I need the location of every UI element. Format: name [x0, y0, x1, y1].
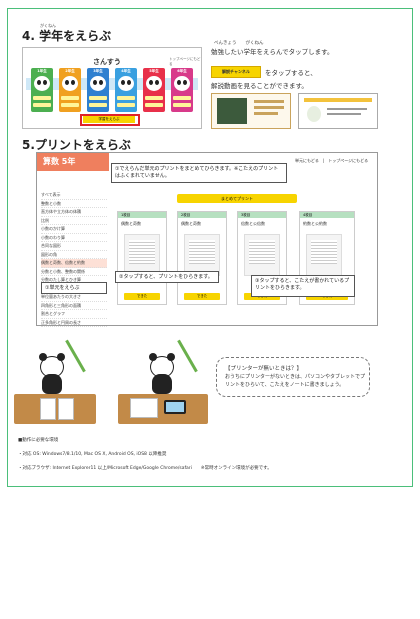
- unit-item[interactable]: すべて表示: [41, 191, 107, 200]
- unit-item[interactable]: 合同な図形: [41, 242, 107, 251]
- grade-button[interactable]: [117, 96, 135, 100]
- notebook-icon: [130, 398, 158, 418]
- grade-button-2[interactable]: [89, 103, 107, 107]
- step4-ruby: がくねん: [40, 23, 56, 28]
- grade-card-5[interactable]: 5年生: [143, 68, 165, 112]
- panda-body: [42, 374, 62, 394]
- unit-item[interactable]: 小数のわり算: [41, 234, 107, 242]
- video-thumbnail-2: [298, 93, 378, 129]
- screen-title: さんすう: [93, 58, 121, 66]
- grade-card-1[interactable]: 1年生: [31, 68, 53, 112]
- panda-face-icon: [34, 76, 50, 91]
- unit-item[interactable]: 図形の角: [41, 251, 107, 259]
- unit-item[interactable]: 比例: [41, 217, 107, 225]
- grade-button[interactable]: [89, 96, 107, 100]
- unit-item[interactable]: 単位量あたりの大きさ: [41, 293, 107, 302]
- unit-list: すべて表示 整数と小数 直方体や立方体の体積 比例 小数のかけ算 小数のわり算 …: [41, 191, 107, 327]
- paper-icon: [40, 398, 56, 420]
- print-all-button[interactable]: まとめてプリント: [177, 194, 297, 203]
- subject-header: 算数 5年: [37, 153, 109, 171]
- env-os: ・対応 OS: Windows7/8.1/10, Mac OS X, Andro…: [18, 452, 167, 457]
- commentary-channel-chip[interactable]: 解説チャンネル: [211, 66, 261, 78]
- answer-button[interactable]: できた: [124, 293, 160, 300]
- print-thumbnail[interactable]: [124, 234, 160, 276]
- grade-button-2[interactable]: [173, 103, 191, 107]
- grade-card-2[interactable]: 2年生: [59, 68, 81, 112]
- instruction-line2: をタップすると、: [265, 69, 317, 77]
- grade-button-2[interactable]: [33, 103, 51, 107]
- grade-button-2[interactable]: [61, 103, 79, 107]
- grade-button[interactable]: [33, 96, 51, 100]
- panda-face-icon: [174, 76, 190, 91]
- callout-select-unit: ①単元をえらぶ: [41, 282, 107, 294]
- unit-item[interactable]: 直方体や立方体の体積: [41, 208, 107, 217]
- panda-face-icon: [90, 76, 106, 91]
- print-card-2[interactable]: 2枚目 偶数と奇数 できた: [177, 211, 227, 305]
- unit-item[interactable]: 割合とグラフ: [41, 310, 107, 319]
- env-heading: ■動作に必要な環境: [18, 438, 59, 443]
- grade-button[interactable]: [61, 96, 79, 100]
- printer-note-body: おうちにプリンターがないときは、パソコンやタブレットでプリントをひらいて、こたえ…: [225, 374, 366, 388]
- print-card-1[interactable]: 1枚目 偶数と奇数 できた: [117, 211, 167, 305]
- unit-item[interactable]: 正多角形と円周の長さ: [41, 319, 107, 327]
- panda-body: [152, 374, 172, 394]
- grade-card-6[interactable]: 6年生: [171, 68, 193, 112]
- printer-note-title: 【プリンターが無いときは？】: [225, 366, 303, 372]
- grade-button-2[interactable]: [145, 103, 163, 107]
- env-browser: ・対応ブラウザ: Internet Explorer11 以上/Microsof…: [18, 466, 272, 471]
- video-thumbnail-1: [211, 93, 291, 129]
- grade-card-3[interactable]: 3年生: [87, 68, 109, 112]
- print-card-3[interactable]: 3枚目 倍数と公倍数 できた: [237, 211, 287, 305]
- printer-note-box: 【プリンターが無いときは？】 おうちにプリンターがないときは、パソコンやタブレッ…: [216, 357, 370, 397]
- page-frame: [7, 8, 413, 487]
- print-thumbnail[interactable]: [184, 234, 220, 276]
- grade-button-2[interactable]: [117, 103, 135, 107]
- grade-card-4[interactable]: 4年生: [115, 68, 137, 112]
- unit-item[interactable]: 小数のかけ算: [41, 225, 107, 234]
- print-thumbnail[interactable]: [306, 234, 342, 276]
- print-thumbnail[interactable]: [244, 234, 280, 276]
- callout-open-answer: ③タップすると、こたえが書かれているプリントをひらきます。: [251, 275, 355, 297]
- select-study-button[interactable]: 学習をえらぶ: [83, 116, 135, 123]
- top-link[interactable]: トップページにもどる: [169, 57, 201, 66]
- unit-item[interactable]: 分数と小数、整数の関係: [41, 268, 107, 276]
- paper-icon: [58, 398, 74, 420]
- highlight-box: [80, 114, 140, 126]
- callout-print-all: ①でえらんだ単元のプリントをまとめてひらきます。※こたえのプリントはふくまれてい…: [111, 163, 287, 183]
- step5-title: 5.プリントをえらぶ: [22, 138, 131, 152]
- unit-item-selected[interactable]: 偶数と奇数、倍数と約数: [41, 259, 107, 268]
- panda-face-icon: [62, 76, 78, 91]
- callout-open-print: ②タップすると、プリントをひらきます。: [115, 271, 219, 283]
- answer-button[interactable]: できた: [184, 293, 220, 300]
- print-select-screenshot: 算数 5年 単元にもどる | トップページにもどる まとめてプリント すべて表示…: [36, 152, 378, 327]
- unit-item[interactable]: 四角形と三角形の面積: [41, 302, 107, 310]
- grade-button[interactable]: [173, 96, 191, 100]
- grade-button[interactable]: [145, 96, 163, 100]
- instruction-line3: 解説動画を見ることができます。: [211, 82, 308, 90]
- instruction-ruby: べんきょう がくねん: [214, 41, 264, 46]
- panda-face-icon: [146, 76, 162, 91]
- header-links[interactable]: 単元にもどる | トップページにもどる: [295, 158, 369, 163]
- tablet-icon: [164, 400, 186, 414]
- instruction-line1: 勉強したい学年をえらんでタップします。: [211, 48, 334, 56]
- unit-item[interactable]: 整数と小数: [41, 200, 107, 208]
- step4-title: 4. 学年をえらぶ: [22, 29, 112, 43]
- panda-face-icon: [118, 76, 134, 91]
